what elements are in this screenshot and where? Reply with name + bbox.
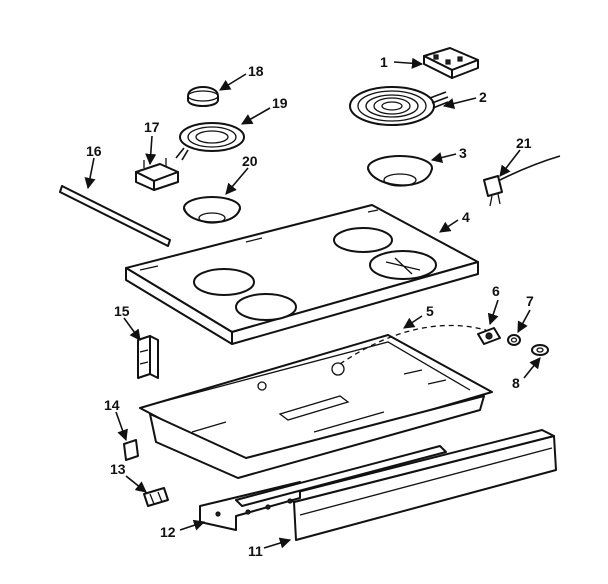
callout-13: 13	[110, 461, 126, 477]
side-bracket	[137, 335, 159, 379]
callout-14: 14	[104, 397, 120, 413]
callout-8: 8	[512, 375, 520, 391]
callout-3: 3	[459, 145, 467, 161]
element-receptacle	[135, 158, 179, 191]
element-insulator	[187, 86, 219, 107]
burner-box	[139, 324, 493, 479]
front-trim-strip	[281, 429, 557, 541]
callout-2: 2	[479, 89, 487, 105]
callout-11: 11	[248, 543, 263, 559]
callout-1: 1	[380, 54, 388, 70]
small-surface-element	[175, 122, 245, 161]
callout-17: 17	[144, 119, 160, 135]
callout-19: 19	[272, 95, 288, 111]
callout-labels: 1 2 3 4 5 6 7 8 11 12 13 14 15 16 17 18 …	[86, 54, 534, 559]
corner-bracket	[123, 439, 139, 461]
rear-rod	[59, 185, 171, 247]
cooktop-top-panel	[125, 204, 479, 345]
large-surface-element	[349, 86, 449, 126]
callout-18: 18	[248, 63, 264, 79]
callout-15: 15	[114, 303, 130, 319]
drip-pan-left	[183, 196, 241, 224]
callout-20: 20	[242, 153, 258, 169]
screw	[531, 344, 549, 356]
leader-lines	[84, 57, 541, 549]
small-clip	[143, 487, 169, 507]
callout-5: 5	[426, 303, 434, 319]
callout-16: 16	[86, 143, 102, 159]
callout-7: 7	[526, 293, 534, 309]
drip-pan-right	[367, 155, 433, 187]
clip	[477, 327, 501, 345]
terminal-block	[423, 47, 479, 79]
callout-4: 4	[462, 209, 470, 225]
callout-12: 12	[160, 524, 176, 540]
callout-6: 6	[492, 283, 500, 299]
callout-21: 21	[516, 135, 532, 151]
nut	[507, 334, 521, 346]
indicator-switch	[483, 155, 561, 207]
